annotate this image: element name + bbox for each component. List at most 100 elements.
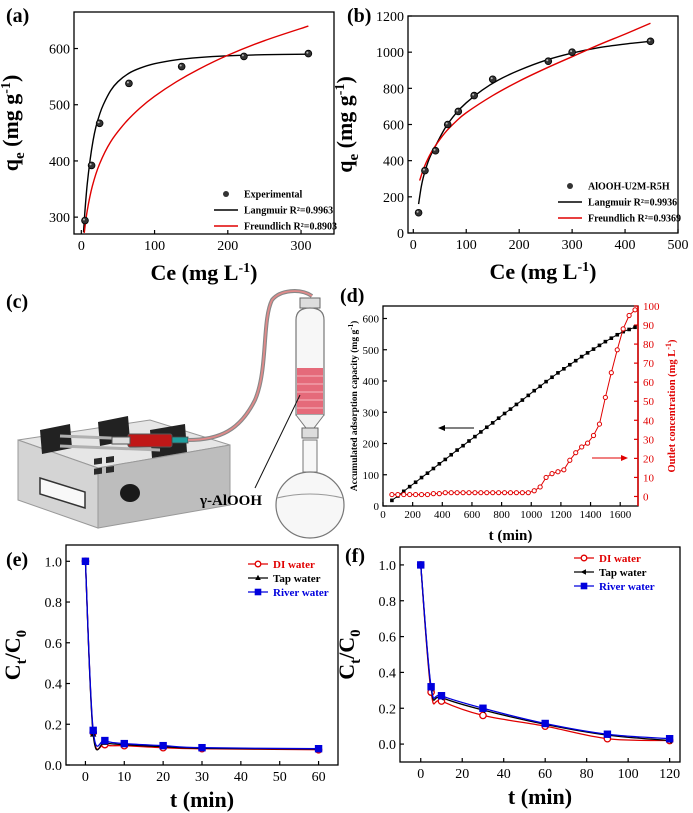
chart-d-y-tick-label: 300 xyxy=(363,407,380,419)
pump-knob xyxy=(120,484,140,502)
chart-b-legend-label: AlOOH-U2M-R5H xyxy=(588,182,670,193)
chart-a-y-tick-label: 500 xyxy=(49,99,70,114)
chart-b-data-point-highlight xyxy=(422,168,425,171)
chart-f-y-axis-label: Ct/C0 xyxy=(334,629,364,679)
chart-b-y-tick-label: 200 xyxy=(383,191,404,206)
pump-display xyxy=(39,476,86,510)
apparatus-label: γ-AlOOH xyxy=(199,493,262,509)
chart-b-x-tick-label: 300 xyxy=(562,238,583,253)
chart-b-legend-marker xyxy=(567,183,573,189)
chart-d-outlet-point xyxy=(507,490,514,496)
chart-b-data-point-highlight xyxy=(570,50,573,53)
chart-a-legend-label: Freundlich R²=0.8903 xyxy=(244,222,337,233)
chart-f-x-axis-label: t (min) xyxy=(508,784,572,809)
chart-d-outlet-point xyxy=(537,484,543,490)
chart-f-legend-label: Tap water xyxy=(599,567,647,579)
chart-d-capacity-point xyxy=(473,434,477,439)
chart-f-series-2-point xyxy=(427,683,435,691)
chart-d-capacity-point xyxy=(597,343,602,348)
syringe-pump-apparatus: γ-AlOOH xyxy=(17,289,345,539)
chart-d-capacity-point xyxy=(425,471,430,475)
chart-f-series-2-point xyxy=(541,719,549,728)
chart-f-series-2-point xyxy=(603,730,612,738)
chart-b-data-point xyxy=(421,166,429,175)
chart-d-outlet-point xyxy=(395,491,401,498)
chart-d-x-axis-label: t (min) xyxy=(489,528,533,544)
chart-d-capacity-point xyxy=(579,354,584,359)
chart-d-y-tick-label: 200 xyxy=(363,439,380,451)
chart-d-outlet-point xyxy=(436,491,442,497)
chart-d-y2-tick-label: 100 xyxy=(643,301,660,313)
chart-d-outlet-point xyxy=(460,490,466,496)
chart-e-y-tick-label: 0.4 xyxy=(45,678,63,693)
chart-d-capacity-point xyxy=(627,327,631,332)
chart-d-capacity-point xyxy=(449,452,453,457)
chart-d-capacity-point xyxy=(407,484,412,489)
chart-e-series-2-point xyxy=(120,739,128,748)
chart-d-capacity-point xyxy=(419,475,424,480)
chart-d-outlet-point xyxy=(561,467,567,473)
chart-b-y-tick-label: 0 xyxy=(397,227,404,242)
chart-d-y2-tick-label: 40 xyxy=(643,415,655,427)
chart-d-outlet-point xyxy=(555,469,561,475)
chart-d-y-axis-label: Accumulated adsorption capacity (mg g-1) xyxy=(347,321,360,492)
chart-d-outlet-point xyxy=(525,490,531,496)
chart-d-capacity-point xyxy=(621,329,625,334)
chart-d-outlet-point xyxy=(430,491,437,497)
chart-f-x-tick-label: 40 xyxy=(497,767,511,782)
chart-e-x-tick-label: 60 xyxy=(312,770,326,785)
tubing xyxy=(187,289,314,442)
chart-d-outlet-point xyxy=(466,490,472,496)
chart-d-capacity-point xyxy=(603,339,608,344)
chart-a-series-2-curve xyxy=(83,25,309,233)
flask-liquid-line xyxy=(276,493,344,499)
chart-e-legend-marker xyxy=(255,574,261,580)
chart-b-data-point xyxy=(470,91,478,100)
chart-f-y-tick-label: 0.4 xyxy=(379,666,397,681)
chart-e-series-2-point xyxy=(81,557,90,565)
chart-d-capacity-point xyxy=(467,439,471,443)
chart-d-capacity-point xyxy=(484,425,489,430)
chart-d-outlet-point xyxy=(620,326,626,332)
chart-d-x-tick-label: 400 xyxy=(434,509,451,521)
chart-d-capacity-point xyxy=(490,421,495,425)
chart-b-x-tick-label: 500 xyxy=(668,238,689,253)
chart-f-legend-marker xyxy=(580,582,588,590)
chart-d-capacity-point xyxy=(496,416,501,420)
tubing-core xyxy=(187,290,313,441)
chart-d-outlet-point xyxy=(579,444,585,450)
chart-a-data-point xyxy=(304,49,313,58)
chart-d-outlet-point xyxy=(602,394,608,401)
chart-e-y-tick-label: 0.2 xyxy=(45,718,63,733)
chart-d-capacity-point xyxy=(568,362,572,367)
chart-a-x-tick-label: 300 xyxy=(291,239,312,254)
chart-e-series-2-point xyxy=(89,726,97,735)
chart-f-x-tick-label: 100 xyxy=(618,767,639,782)
chart-b-x-tick-label: 400 xyxy=(615,238,636,253)
chart-b-data-point xyxy=(414,208,423,217)
chart-f-series-2-point xyxy=(665,735,674,743)
chart-d-capacity-point xyxy=(401,489,406,494)
chart-a-data-point-highlight xyxy=(241,54,244,57)
chart-e-x-tick-label: 10 xyxy=(117,770,131,785)
chart-b-data-point-highlight xyxy=(490,77,493,80)
chart-d-outlet-point xyxy=(442,490,448,496)
chart-d-capacity-point xyxy=(526,393,531,398)
panel-label-a: (a) xyxy=(6,5,29,27)
chart-d-outlet-point xyxy=(401,491,407,498)
chart-a-x-axis-label: Ce (mg L-1) xyxy=(151,260,258,285)
chart-b-series-2-curve xyxy=(418,22,651,181)
chart-a-x-tick-label: 0 xyxy=(78,239,85,254)
chart-a-data-point xyxy=(87,161,96,170)
chart-d-capacity-point xyxy=(585,351,590,355)
chart-b-data-point xyxy=(488,75,497,84)
chart-d-outlet-point xyxy=(608,370,614,376)
chart-f-legend-label: River water xyxy=(599,581,655,593)
chart-f-x-tick-label: 60 xyxy=(538,767,552,782)
chart-b-data-point xyxy=(544,57,553,66)
chart-d-capacity-point xyxy=(562,367,566,371)
chart-d-capacity-point xyxy=(413,480,418,485)
chart-f-x-tick-label: 0 xyxy=(417,767,424,782)
chart-e-series-2-point xyxy=(198,743,206,752)
